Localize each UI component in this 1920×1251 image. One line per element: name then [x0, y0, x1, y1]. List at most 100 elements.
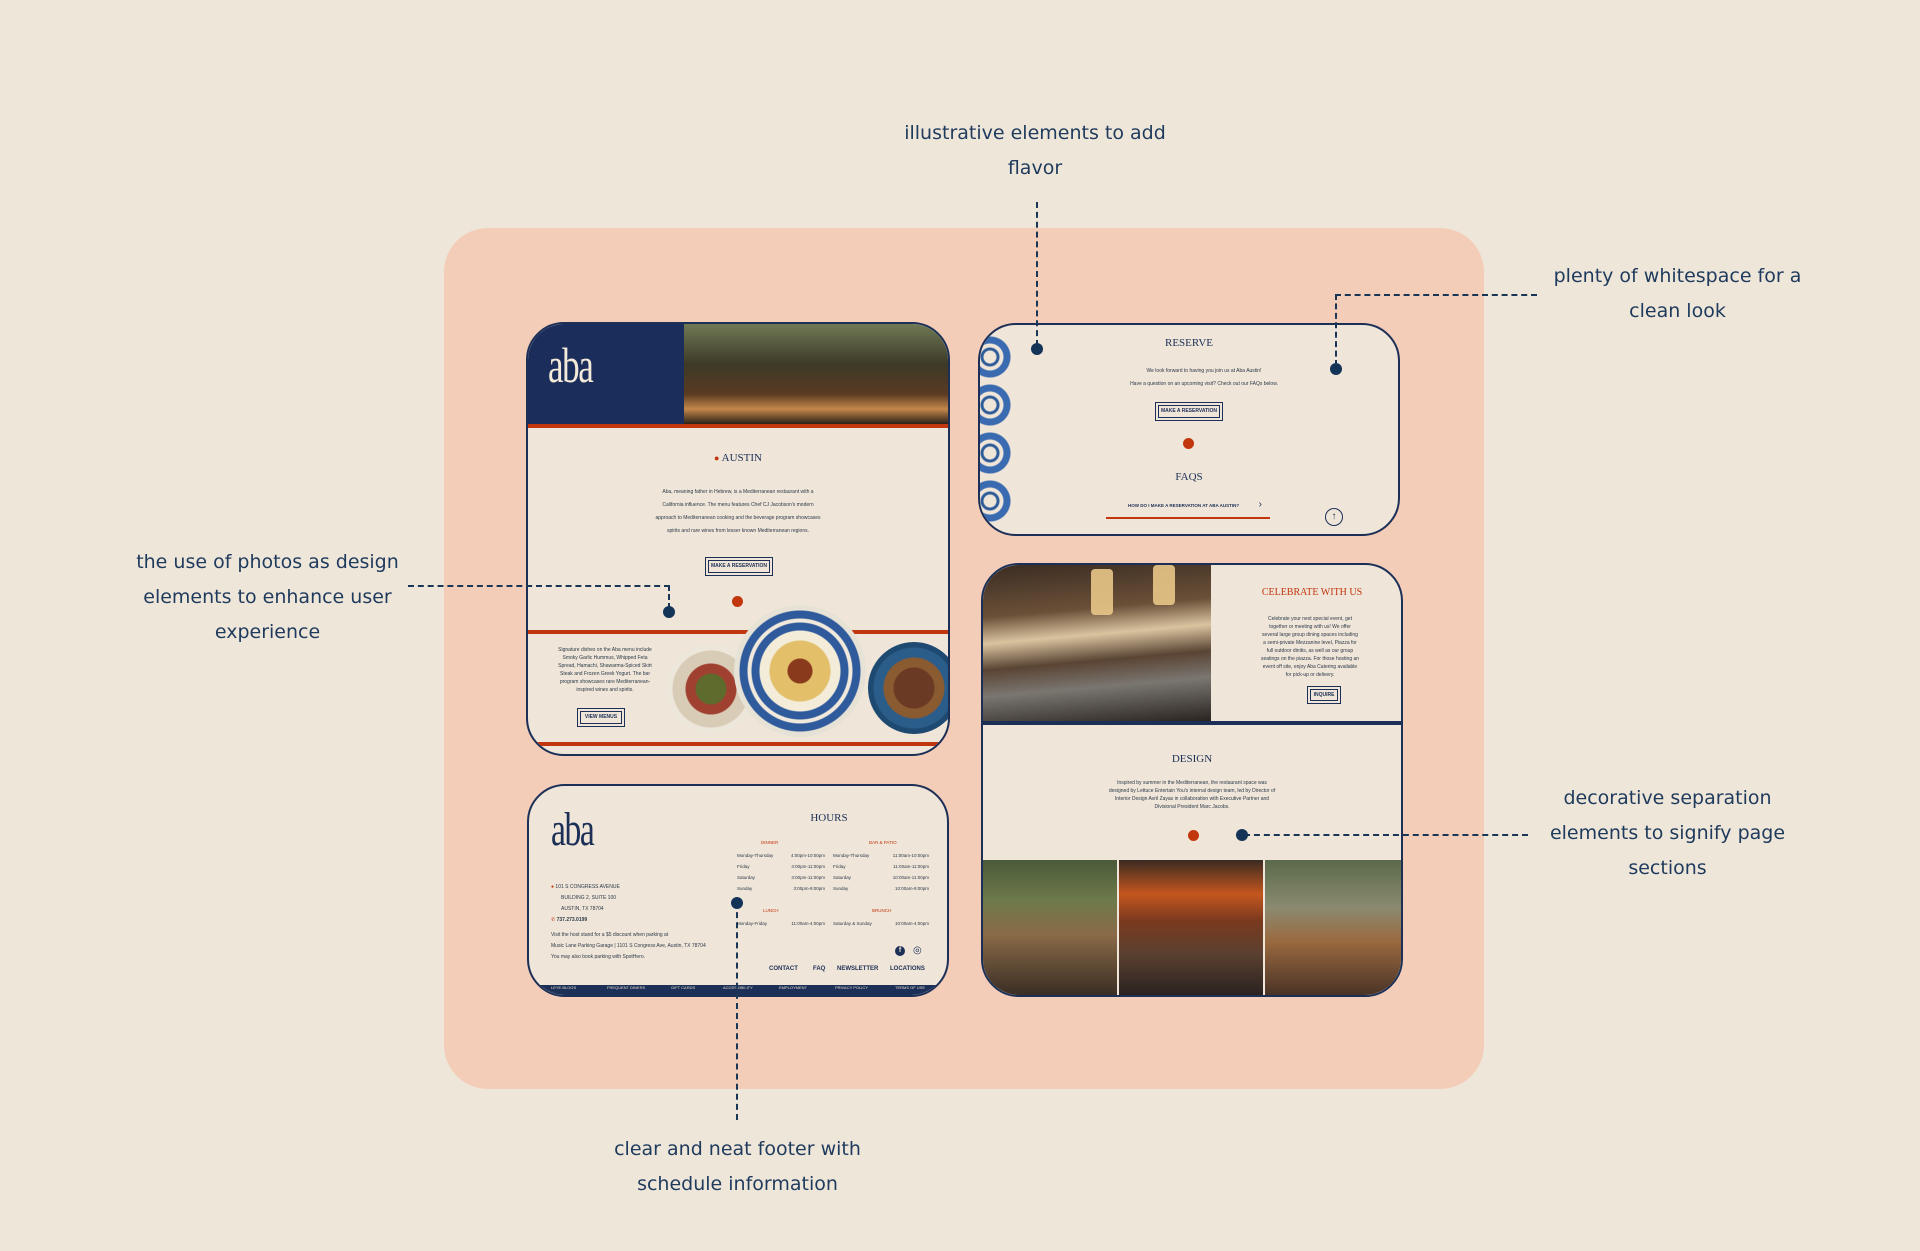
dinner-label: DINNER: [761, 840, 779, 845]
bar-interior-photo: [983, 565, 1211, 721]
signature-line: Steak and Frozen Greek Yogurt. The bar: [560, 671, 650, 677]
leader-footer: [736, 902, 738, 1120]
design-line: Divisional President Marc Jacobs.: [1154, 804, 1230, 810]
section-dot: [732, 596, 743, 607]
home-card: aba ● AUSTIN Aba, meaning father in Hebr…: [526, 322, 950, 756]
signature-line: program showcases rare Mediterranean-: [559, 679, 651, 685]
dining-room-photo-1: [983, 860, 1117, 995]
annotation-illustrative: illustrative elements to add flavor: [880, 116, 1190, 186]
bottom-nav-link[interactable]: EMPLOYMENT: [779, 985, 808, 990]
address-line-2: BUILDING 2, SUITE 100: [561, 895, 617, 901]
intro-line: California influence. The menu features …: [662, 502, 814, 508]
leader-photos-vertical: [668, 585, 670, 609]
annotation-text: clean look: [1629, 300, 1726, 322]
location-name: AUSTIN: [721, 452, 762, 464]
reserve-text: We look forward to having you join us at…: [1040, 365, 1368, 391]
intro-line: spirits and rare wines from lesser known…: [666, 528, 809, 534]
celebrate-text: Celebrate your next special event, get t…: [1245, 615, 1375, 679]
annotation-text: decorative separation: [1563, 787, 1772, 809]
day: Saturday: [737, 875, 756, 880]
bottom-nav-link[interactable]: FREQUENT DINERS: [607, 985, 646, 990]
annotation-separation: decorative separation elements to signif…: [1520, 781, 1815, 886]
annotation-text: plenty of whitespace for a: [1553, 265, 1802, 287]
intro-line: Aba, meaning father in Hebrew, is a Medi…: [662, 489, 814, 495]
leader-separation: [1244, 834, 1528, 836]
aba-logo[interactable]: aba: [548, 337, 594, 393]
hours-title: HOURS: [810, 812, 848, 824]
time: 11:00am-4:00pm: [791, 921, 825, 926]
footer-link-contact[interactable]: CONTACT: [769, 966, 798, 972]
section-dot: [1183, 438, 1194, 449]
hours-row: Friday 4:00pm-11:00pm: [737, 861, 825, 872]
day: Monday-Thursday: [737, 853, 774, 858]
bottom-nav-link[interactable]: GIFT CARDS: [671, 985, 696, 990]
celebrate-line: together or meeting with us! We offer: [1269, 624, 1351, 630]
bottom-nav-link[interactable]: TERMS OF USE: [895, 985, 926, 990]
map-pin-icon: ●: [714, 453, 720, 463]
annotation-text: schedule information: [637, 1173, 838, 1195]
celebrate-line: event off site, enjoy Aba Catering avail…: [1262, 664, 1358, 670]
celebrate-line: for pick-up or delivery.: [1285, 672, 1335, 678]
chevron-right-icon: ›: [1258, 499, 1262, 510]
instagram-icon[interactable]: ◎: [913, 945, 922, 956]
design-line: Inspired by summer in the Mediterranean,…: [1117, 780, 1267, 786]
bottom-nav-link[interactable]: LEYE.BLOGS: [551, 985, 577, 990]
decorative-tile: [980, 383, 1012, 427]
make-reservation-button[interactable]: MAKE A RESERVATION: [708, 560, 770, 573]
leader-dot: [1330, 363, 1342, 375]
parking-line-2: Music Lane Parking Garage | 1101 S Congr…: [551, 943, 706, 949]
reserve-card: RESERVE We look forward to having you jo…: [978, 323, 1400, 536]
footer-link-locations[interactable]: LOCATIONS: [890, 966, 925, 972]
decorative-tile: [980, 479, 1012, 523]
day: Monday-Thursday: [833, 853, 870, 858]
leader-dot: [731, 897, 743, 909]
dish-photo-meat: [868, 642, 948, 734]
footer-aba-logo[interactable]: aba: [551, 803, 595, 856]
time: 10:00am-4:00pm: [894, 921, 929, 926]
bar-label: BAR & PATIO: [869, 840, 897, 845]
annotation-whitespace: plenty of whitespace for a clean look: [1530, 259, 1825, 329]
lantern: [1153, 565, 1175, 605]
signature-line: Spread, Hamachi, Shawarma-Spiced Skirt: [558, 663, 652, 669]
dining-room-photo-2: [1119, 860, 1263, 995]
view-menus-button[interactable]: VIEW MENUS: [580, 711, 622, 724]
faq-item[interactable]: HOW DO I MAKE A RESERVATION AT ABA AUSTI…: [1106, 499, 1270, 519]
time: 4:00pm-11:00pm: [791, 864, 825, 869]
lunch-label: LUNCH: [763, 908, 779, 913]
address-line-1: ● 101 S CONGRESS AVENUE: [551, 882, 706, 893]
phone-number: 737.273.0199: [556, 917, 588, 923]
design-title: DESIGN: [1171, 753, 1213, 765]
phone-icon: ✆: [551, 917, 556, 923]
back-to-top-button[interactable]: ↑: [1325, 508, 1343, 526]
section-divider: [528, 742, 948, 746]
footer-link-newsletter[interactable]: NEWSLETTER: [837, 966, 879, 972]
bottom-nav-link[interactable]: PRIVACY POLICY: [835, 985, 868, 990]
hours-row: Friday 11:00am-11:00pm: [833, 861, 929, 872]
design-line: Interior Design Avril Zayas in collabora…: [1114, 796, 1270, 802]
footer-card: aba ● 101 S CONGRESS AVENUE BUILDING 2, …: [527, 784, 949, 997]
design-line: designed by Lettuce Entertain You's inte…: [1108, 788, 1276, 794]
reserve-make-reservation-button[interactable]: MAKE A RESERVATION: [1158, 405, 1220, 418]
phone-line[interactable]: ✆ 737.273.0199: [551, 915, 706, 926]
day: Friday: [737, 864, 750, 869]
facebook-icon[interactable]: f: [895, 946, 905, 956]
section-divider-navy: [983, 721, 1401, 725]
day: Saturday: [833, 875, 852, 880]
day: Friday: [833, 864, 846, 869]
footer-link-faq[interactable]: FAQ: [813, 966, 826, 972]
section-dot: [1188, 830, 1199, 841]
celebrate-line: full outdoor dinitis, as well as our gro…: [1266, 648, 1354, 654]
time: 11:00am-11:00pm: [893, 864, 929, 869]
address-line-3: AUSTIN, TX 78704: [561, 906, 604, 912]
inquire-button[interactable]: INQUIRE: [1310, 689, 1338, 701]
celebrate-line: seatings on the piazza. For those hostin…: [1260, 656, 1360, 662]
decorative-tile: [980, 431, 1012, 475]
annotation-text: experience: [214, 621, 321, 643]
annotation-footer: clear and neat footer with schedule info…: [590, 1132, 885, 1202]
